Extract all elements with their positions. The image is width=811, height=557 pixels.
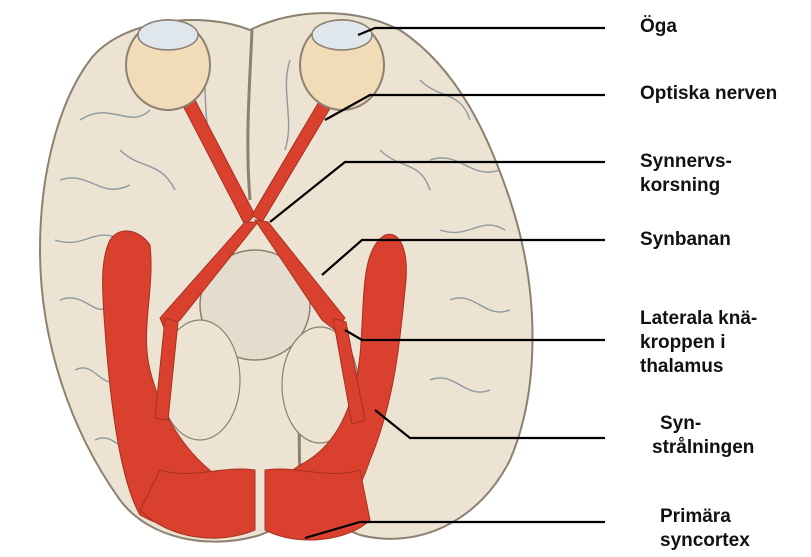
eye-right	[300, 20, 384, 110]
label-optic-tract: Synbanan	[640, 228, 731, 252]
label-optic-chiasm: Synnervs- korsning	[640, 150, 732, 198]
eye-left	[126, 20, 210, 110]
label-optic-nerve: Optiska nerven	[640, 82, 777, 106]
label-optic-radiation: Syn- strålningen	[660, 412, 754, 460]
label-lateral-geniculate: Laterala knä- kroppen i thalamus	[640, 307, 757, 379]
label-primary-visual-cortex: Primära syncortex	[660, 505, 750, 553]
label-eye: Öga	[640, 15, 677, 39]
